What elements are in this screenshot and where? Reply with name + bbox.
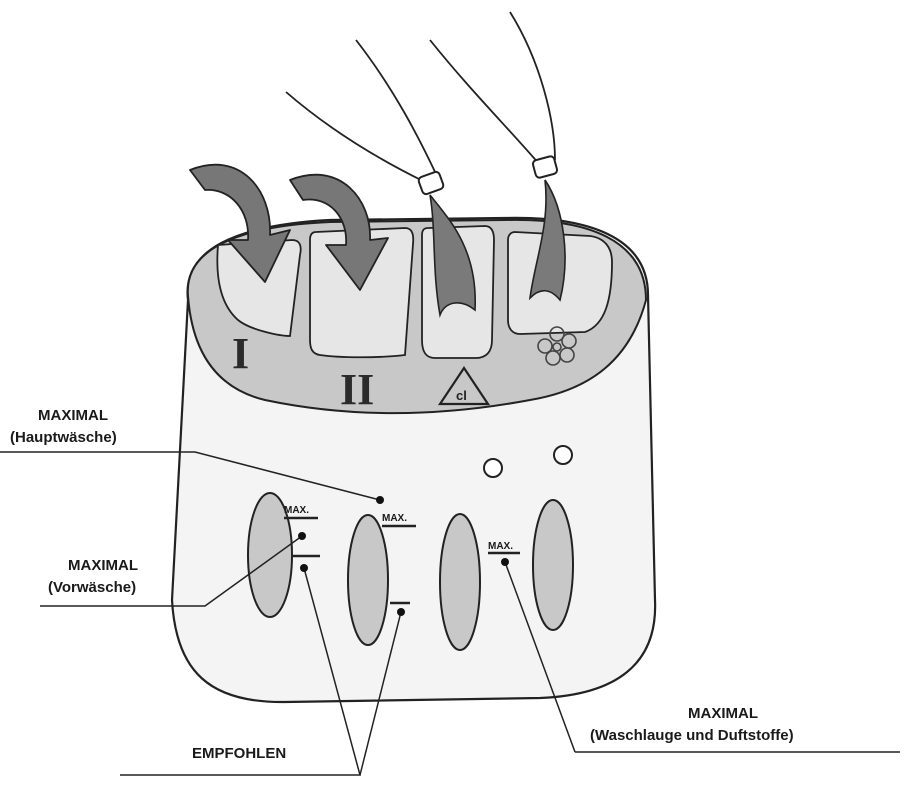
label-max-main-line1: MAXIMAL [38,407,108,424]
liquid-stream-left-icon [428,192,476,318]
level-window-four [532,499,574,631]
level-window-two [347,514,389,646]
label-max-pre-line1: MAXIMAL [68,557,138,574]
level-window-three [439,513,481,651]
arrow-into-compartment-one-icon [189,163,291,283]
label-max-main-line2: (Hauptwäsche) [10,429,117,446]
label-max-liquid-line1: MAXIMAL [688,705,758,722]
compartment-one-label: I [232,329,249,378]
bottle-right [429,11,566,302]
flower-icon [537,326,577,366]
max-mark-two: MAX. [382,513,407,524]
indicator-circle-right-icon [553,445,573,465]
chlorine-triangle-icon: cl [437,366,491,406]
leader-lines [0,451,900,776]
compartment-two [309,227,415,359]
indicator-circle-left-icon [483,458,503,478]
max-mark-one: MAX. [284,505,309,516]
compartment-two-label: II [340,365,374,414]
leader-dots [298,496,509,616]
label-max-liquid-line2: (Waschlauge und Duftstoffe) [590,727,794,744]
label-recommended: EMPFOHLEN [192,745,286,762]
compartment-one [216,239,302,337]
label-max-pre-line2: (Vorwäsche) [48,579,136,596]
liquid-stream-right-icon [528,179,566,302]
chlorine-symbol-text: cl [456,388,467,403]
arrow-into-compartment-two-icon [289,173,389,291]
max-mark-three: MAX. [488,541,513,552]
bottle-left [285,39,476,318]
